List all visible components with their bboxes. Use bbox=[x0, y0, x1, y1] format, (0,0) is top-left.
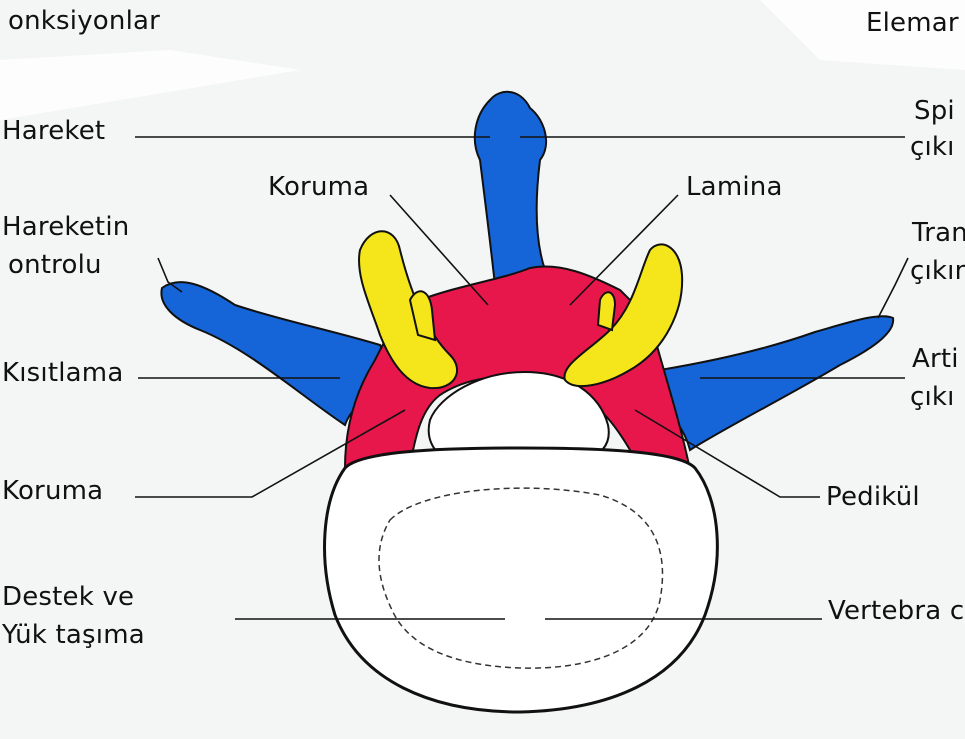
label-arti-line1: Arti bbox=[912, 344, 959, 374]
label-koruma-center: Koruma bbox=[268, 172, 369, 202]
label-arti-line2: çıkı bbox=[910, 382, 955, 412]
label-spinous-line1: Spi bbox=[914, 96, 955, 126]
label-hareketin-line1: Hareketin bbox=[2, 212, 129, 242]
right-articular-facet-small bbox=[598, 292, 615, 330]
label-destek-line2: Yük taşıma bbox=[2, 620, 145, 650]
elements-header: Elemar bbox=[866, 8, 959, 38]
label-trans-line1: Tran bbox=[912, 218, 965, 248]
label-trans-line2: çıkın bbox=[910, 256, 965, 286]
label-hareket: Hareket bbox=[2, 116, 105, 146]
label-hareketin-line2: ontrolu bbox=[8, 250, 102, 280]
label-destek-line1: Destek ve bbox=[2, 582, 134, 612]
label-pedikul: Pedikül bbox=[826, 482, 920, 512]
label-lamina: Lamina bbox=[686, 172, 783, 202]
label-spinous-line2: çıkı bbox=[910, 132, 955, 162]
label-koruma-left: Koruma bbox=[2, 476, 103, 506]
vertebral-body bbox=[325, 448, 718, 712]
label-vertebra: Vertebra c bbox=[828, 596, 964, 626]
label-kisitlama: Kısıtlama bbox=[2, 358, 123, 388]
functions-header: onksiyonlar bbox=[8, 6, 160, 36]
